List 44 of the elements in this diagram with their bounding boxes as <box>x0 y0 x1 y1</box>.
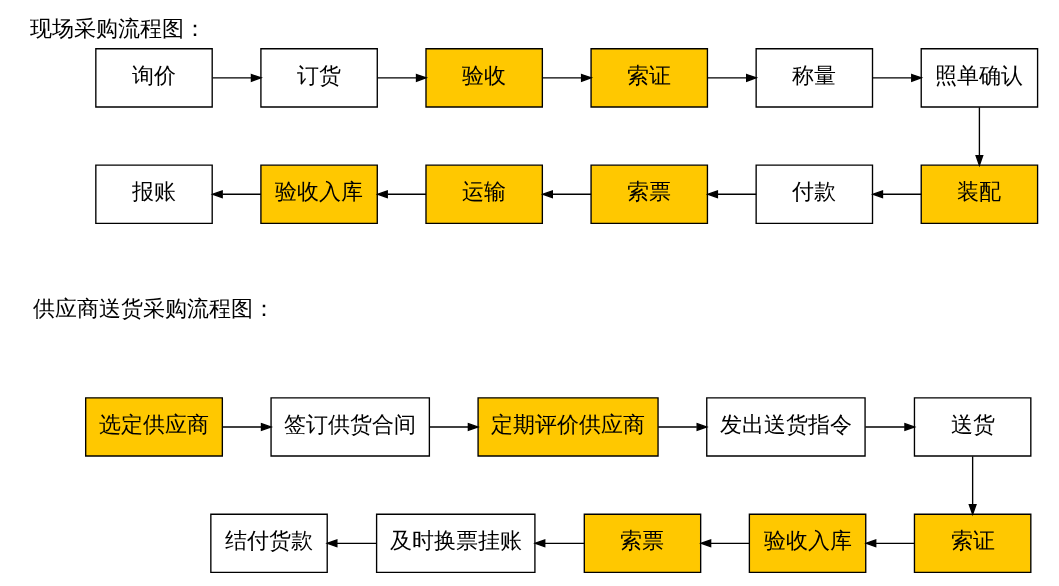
node-box: 订货 <box>260 48 378 108</box>
node-box: 验收入库 <box>260 164 378 224</box>
node-box: 报账 <box>95 164 213 224</box>
arrow <box>533 539 585 548</box>
node-box: 定期评价供应商 <box>477 397 659 457</box>
node-box: 发出送货指令 <box>706 397 866 457</box>
node-box: 索证 <box>913 513 1032 574</box>
arrow <box>705 189 757 199</box>
arrow <box>864 539 916 548</box>
node-box: 运输 <box>425 164 544 224</box>
node-box: 索票 <box>590 164 709 224</box>
node-box: 称量 <box>755 48 874 108</box>
arrow <box>540 189 592 199</box>
node-box: 选定供应商 <box>85 397 224 457</box>
node-box: 询价 <box>95 48 213 108</box>
arrow <box>210 189 262 199</box>
node-box: 装配 <box>920 164 1039 224</box>
arrow <box>542 73 594 83</box>
arrow <box>375 189 427 199</box>
arrow <box>377 73 429 83</box>
label: 供应商送货采购流程图： <box>33 295 276 321</box>
arrow <box>872 73 924 83</box>
node-box: 签订供货合间 <box>270 397 431 457</box>
node-box: 索票 <box>583 513 702 574</box>
arrow <box>325 539 378 548</box>
node-box: 照单确认 <box>920 48 1039 108</box>
node-box: 送货 <box>913 397 1032 457</box>
arrow <box>657 422 709 432</box>
diagram-title: 现场采购流程图： <box>30 16 207 42</box>
arrow <box>707 73 759 83</box>
node-box: 验收入库 <box>748 513 867 574</box>
arrow <box>975 106 984 168</box>
arrow <box>870 189 922 199</box>
arrow <box>221 422 273 432</box>
node-box: 验收 <box>425 48 544 108</box>
node-box: 及时换票挂账 <box>375 513 536 574</box>
node-box: 付款 <box>755 164 874 224</box>
arrow <box>968 455 977 517</box>
arrow <box>429 422 480 432</box>
node-box: 结付货款 <box>210 513 328 574</box>
arrow <box>699 539 751 548</box>
arrow <box>864 422 917 432</box>
arrow <box>212 73 263 83</box>
node-box: 索证 <box>590 48 709 108</box>
